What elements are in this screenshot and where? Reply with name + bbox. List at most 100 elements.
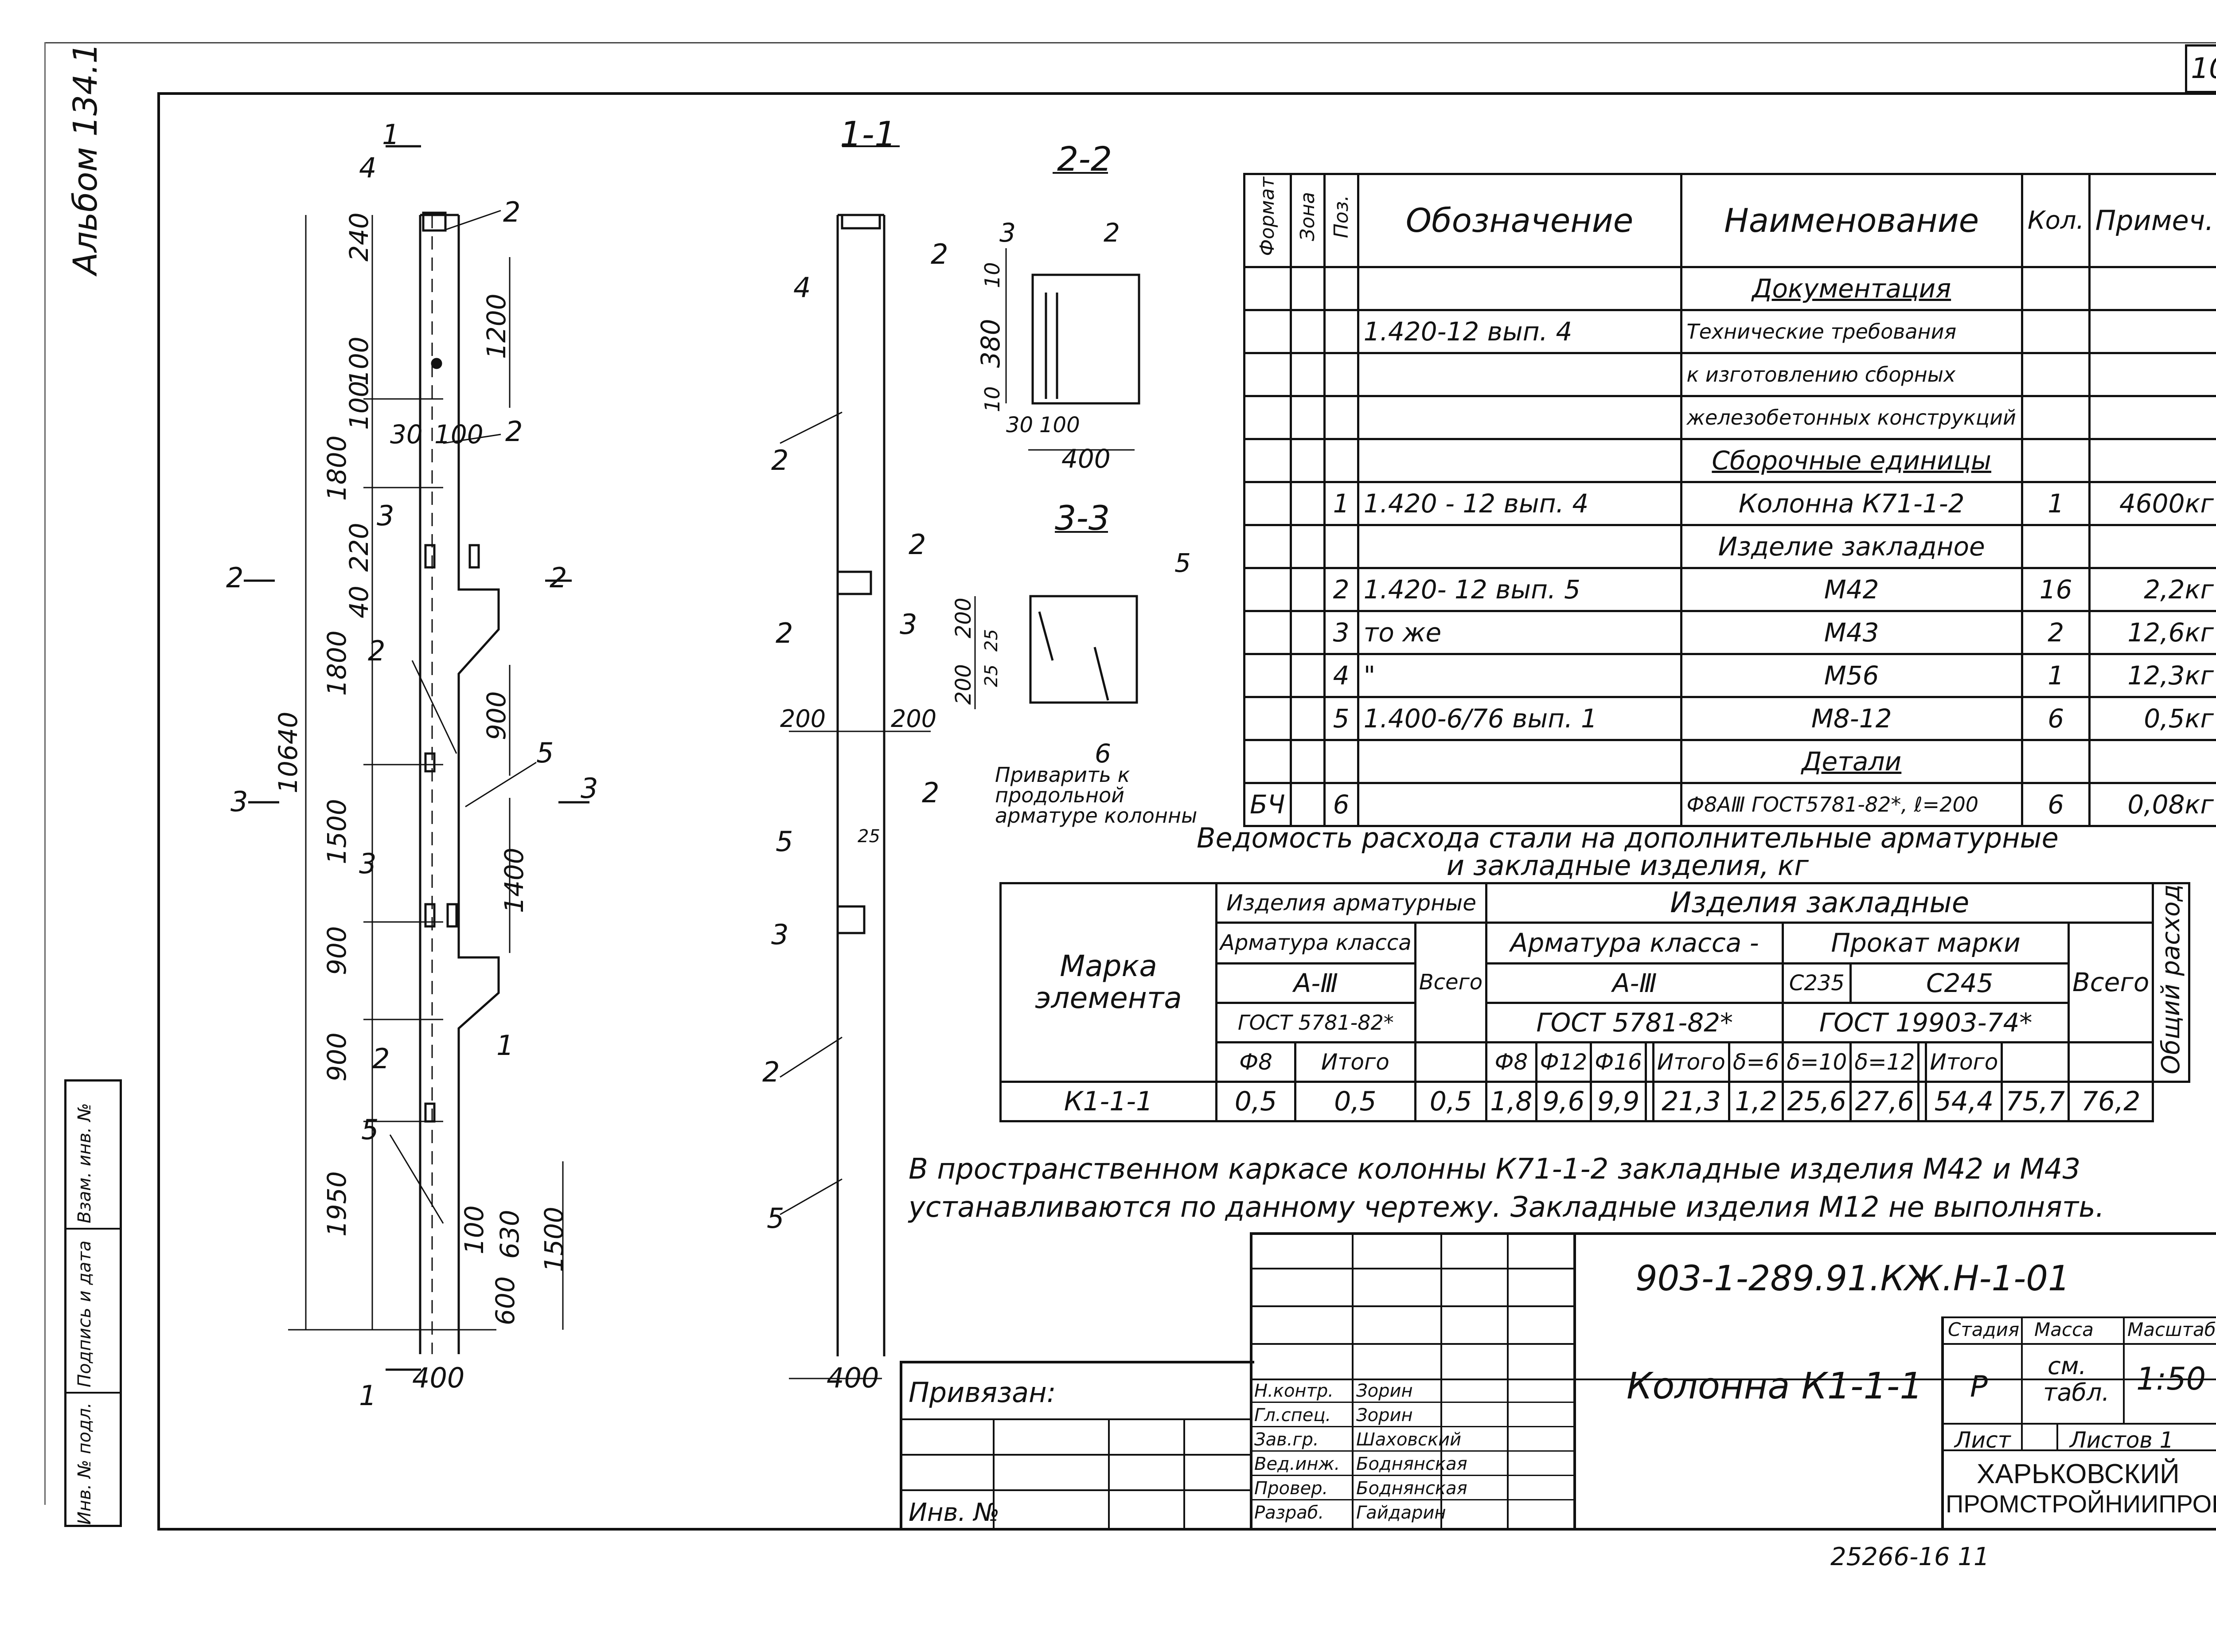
callout: 3 (771, 918, 788, 951)
section-2-2-title: 2-2 (1057, 139, 1112, 179)
general-note: В пространственном каркасе колонны К71-1… (909, 1150, 2104, 1226)
steel-cell-e-blank (1644, 1080, 1654, 1122)
dim: 40 (344, 586, 374, 618)
cell-zone (1289, 696, 1326, 741)
cell-format (1243, 653, 1292, 698)
spec-row: Изделие закладное (1243, 524, 2216, 569)
dim: 30 (390, 419, 423, 449)
cell-zone (1289, 653, 1326, 698)
arm-a3: А-Ⅲ (1215, 962, 1416, 1004)
steel-cell-overall: 76,2 (2067, 1080, 2154, 1122)
callout: 5 (776, 825, 793, 858)
cell-note (2088, 438, 2216, 483)
steel-cell-e-f8: 1,8 (1485, 1080, 1537, 1122)
cell-name: Детали (1680, 739, 2023, 784)
cell-qty (2021, 524, 2091, 569)
dim: 240 (344, 212, 374, 262)
cell-zone (1289, 524, 1326, 569)
cell-pos (1323, 266, 1359, 311)
signature-role: Вед.инж. (1254, 1454, 1340, 1474)
section-3-3-title: 3-3 (1055, 498, 1110, 538)
header-zone: Зона (1289, 173, 1326, 268)
steel-caption: Ведомость расхода стали на дополнительны… (1197, 824, 2059, 879)
dim: 100 (344, 336, 374, 386)
cell-zone (1289, 567, 1326, 612)
cell-note: 2,2кг (2088, 567, 2216, 612)
arm-group-header: Изделия арматурные (1215, 882, 1488, 924)
cell-qty: 16 (2021, 567, 2091, 612)
cell-zone (1289, 438, 1326, 483)
section-1-1-drawing (789, 145, 931, 1379)
arm-total-header: Всего (1414, 922, 1488, 1043)
mass-value-2: табл. (2043, 1379, 2110, 1406)
signature-name: Боднянская (1356, 1454, 1467, 1474)
callout: 5 (767, 1202, 784, 1234)
emb-a3: А-Ⅲ (1485, 962, 1784, 1004)
cell-format: БЧ (1243, 782, 1292, 827)
section-mark-2-right: 2 (550, 562, 567, 594)
width-dim: 400 (412, 1362, 464, 1394)
cell-pos: 3 (1323, 610, 1359, 655)
stage-label: Стадия (1948, 1319, 2020, 1340)
cell-name: М43 (1680, 610, 2023, 655)
steel-subhead-blank (1414, 1041, 1488, 1083)
scale-label: Масштаб (2127, 1319, 2216, 1340)
header-name: Наименование (1680, 173, 2023, 268)
steel-subhead: δ=10 (1782, 1041, 1852, 1083)
stage-value: Р (1970, 1370, 1988, 1404)
callout: 2 (771, 444, 788, 476)
callout: 2 (372, 1043, 390, 1075)
steel-cell-e-f16: 9,9 (1590, 1080, 1647, 1122)
cell-name: М8-12 (1680, 696, 2023, 741)
steel-subhead-blank (2001, 1041, 2070, 1083)
dim: 630 (495, 1210, 525, 1259)
cell-zone (1289, 739, 1326, 784)
steel-subhead: Ф8 (1485, 1041, 1537, 1083)
steel-cell-p-12: 27,6 (1849, 1080, 1920, 1122)
cell-name: Документация (1680, 266, 2023, 311)
header-note: Примеч. (2088, 173, 2216, 268)
cell-note (2088, 395, 2216, 440)
cell-designation: 1.420- 12 вып. 5 (1357, 567, 1682, 612)
steel-cell-a-all: 0,5 (1414, 1080, 1488, 1122)
cell-format (1243, 610, 1292, 655)
spec-row: Детали (1243, 739, 2216, 784)
signature-role: Гл.спец. (1254, 1405, 1331, 1425)
section-mark-3-right: 3 (581, 772, 598, 805)
cell-note (2088, 352, 2216, 397)
steel-subhead: δ=12 (1849, 1041, 1920, 1083)
callout: 2 (503, 196, 520, 228)
cell-qty (2021, 438, 2091, 483)
signature-name: Зорин (1356, 1381, 1413, 1401)
dim: 25 (981, 664, 1002, 687)
cell-pos: 5 (1323, 696, 1359, 741)
dim: 100 (1039, 413, 1080, 437)
dim: 900 (322, 1032, 352, 1082)
cell-note (2088, 266, 2216, 311)
dim: 1950 (322, 1171, 352, 1237)
steel-cell-p-6: 1,2 (1728, 1080, 1784, 1122)
dim: 600 (490, 1276, 520, 1325)
overall-header: Общий расход (2152, 882, 2191, 1083)
dim: 200 (951, 598, 976, 638)
cell-designation (1357, 438, 1682, 483)
steel-cell-e-all: 75,7 (2001, 1080, 2070, 1122)
cell-qty (2021, 395, 2091, 440)
cell-note (2088, 524, 2216, 569)
cell-qty: 1 (2021, 653, 2091, 698)
cell-pos: 2 (1323, 567, 1359, 612)
cell-designation: то же (1357, 610, 1682, 655)
cell-name: Сборочные единицы (1680, 438, 2023, 483)
dim: 900 (481, 691, 511, 740)
cell-designation: 1.420 - 12 вып. 4 (1357, 481, 1682, 526)
stamp-column: Инв. № подл. Подпись и дата Взам. инв. № (64, 1079, 122, 1527)
cell-name: Технические требования (1680, 309, 2023, 354)
signature-name: Боднянская (1356, 1478, 1467, 1499)
cell-designation: 1.400-6/76 вып. 1 (1357, 696, 1682, 741)
cell-pos: 4 (1323, 653, 1359, 698)
rolled-header: Прокат марки (1782, 922, 2070, 965)
